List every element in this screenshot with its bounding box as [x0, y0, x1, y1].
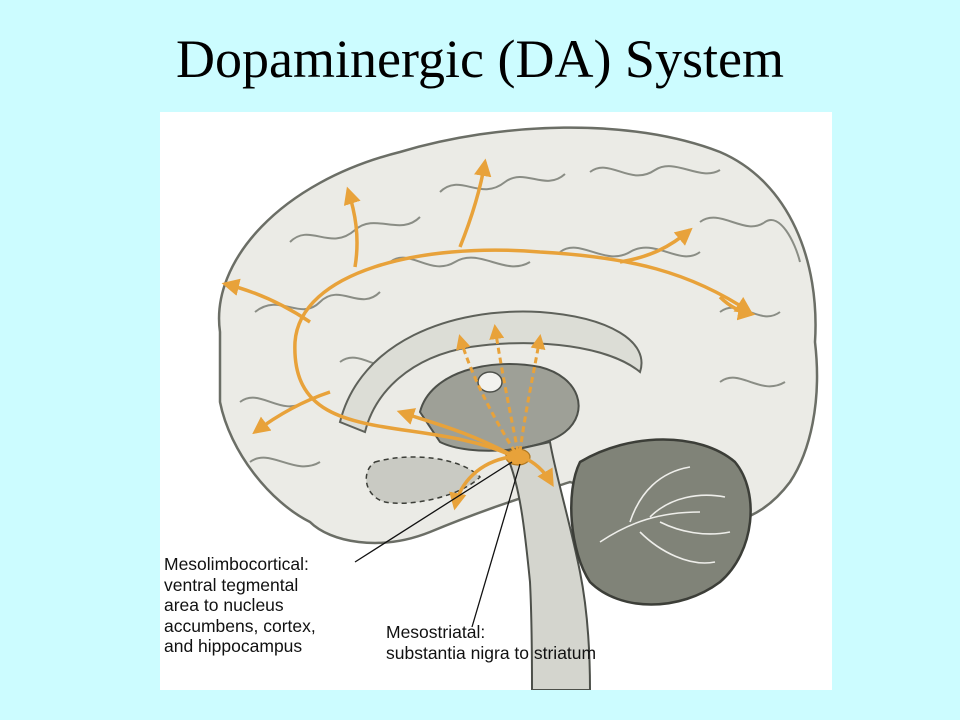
label-mesostriatal: Mesostriatal: substantia nigra to striat… [386, 622, 596, 663]
dopamine-pathways [221, 158, 756, 511]
pathway-occipital [718, 295, 756, 321]
brain-illustration: Mesolimbocortical: ventral tegmental are… [160, 112, 832, 690]
label-line: area to nucleus [164, 595, 284, 615]
label-line: and hippocampus [164, 636, 303, 656]
pathway-frontal-left [221, 278, 311, 324]
slide-title: Dopaminergic (DA) System [176, 29, 784, 89]
pathway-parietal-top [458, 158, 492, 248]
label-line: Mesolimbocortical: [164, 554, 309, 574]
pathway-main-arc [293, 248, 753, 459]
cerebellum-arbor [599, 466, 731, 564]
pathway-hindbrain [521, 455, 554, 488]
label-mesolimbocortical: Mesolimbocortical: ventral tegmental are… [164, 554, 316, 657]
label-line: ventral tegmental [164, 574, 299, 595]
pathway-accumbens [396, 408, 516, 459]
pathway-orbitofrontal [252, 390, 331, 435]
leader-line-mesostriatal [471, 463, 521, 628]
brainstem [503, 440, 592, 690]
thalamus [418, 363, 580, 452]
gyri-folds [239, 165, 801, 468]
pathway-parietal-right [619, 227, 693, 264]
label-line: substantia nigra to striatum [386, 642, 597, 663]
brain-diagram [217, 126, 819, 690]
pathway-striatum-3 [518, 334, 546, 453]
pathway-temporal [449, 455, 511, 511]
label-line: Mesostriatal: [386, 622, 486, 642]
pineal-region [477, 371, 503, 393]
pathway-frontal-top [343, 186, 361, 268]
corpus-callosum [338, 310, 643, 434]
striatal-pathways [456, 324, 546, 453]
label-line: accumbens, cortex, [164, 615, 316, 636]
leader-line-mesolimbocortical [354, 461, 513, 563]
pathway-striatum-1 [456, 334, 517, 453]
pathway-striatum-2 [489, 324, 520, 453]
